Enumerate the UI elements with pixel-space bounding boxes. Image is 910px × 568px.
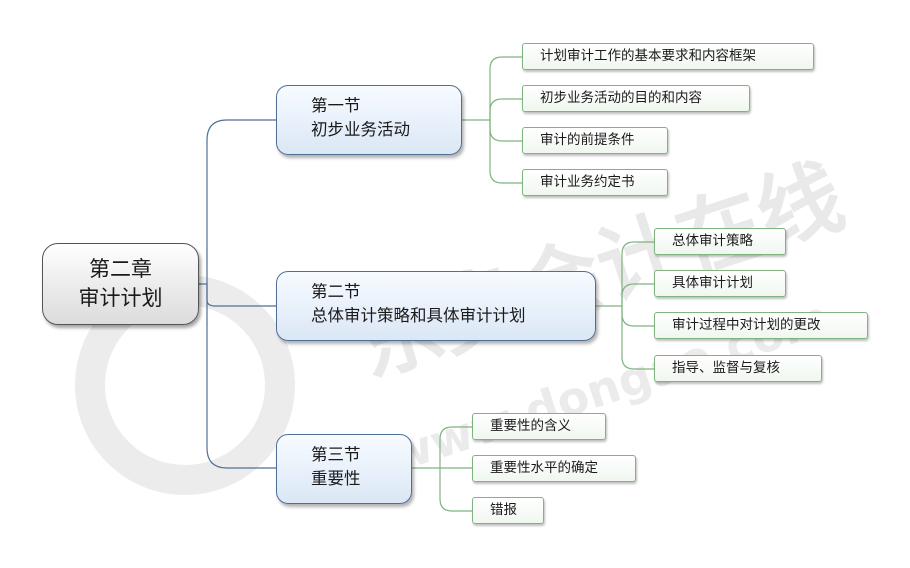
leaf-3-1[interactable]: 重要性的含义 [472, 413, 606, 440]
link-sec2-item2 [621, 283, 654, 306]
section-3-line2: 重要性 [311, 469, 361, 488]
leaf-3-2[interactable]: 重要性水平的确定 [472, 455, 636, 482]
leaf-2-2[interactable]: 具体审计计划 [654, 270, 786, 297]
leaf-3-3[interactable]: 错报 [472, 497, 544, 524]
root-node[interactable]: 第二章 审计计划 [42, 243, 199, 325]
link-sec1-item1 [462, 56, 522, 121]
link-sec3-item1 [412, 426, 472, 469]
section-node-2[interactable]: 第二节 总体审计策略和具体审计计划 [276, 271, 596, 341]
leaf-2-4[interactable]: 指导、监督与复核 [654, 355, 822, 382]
leaf-1-2[interactable]: 初步业务活动的目的和内容 [522, 85, 750, 112]
root-line2: 审计计划 [78, 286, 163, 310]
link-sec2-item1 [596, 241, 654, 307]
link-sec2-item4 [621, 306, 654, 370]
leaf-1-4[interactable]: 审计业务约定书 [522, 169, 668, 196]
leaf-2-1[interactable]: 总体审计策略 [654, 228, 786, 255]
link-root-sec1 [199, 119, 276, 285]
section-connectors [199, 119, 276, 469]
leaf-2-3[interactable]: 审计过程中对计划的更改 [654, 312, 868, 339]
link-sec2-item3 [621, 306, 654, 327]
leaf-1-1[interactable]: 计划审计工作的基本要求和内容框架 [522, 43, 814, 70]
link-sec3-item3 [439, 468, 472, 512]
leaf-connectors [412, 56, 654, 512]
section-1-line1: 第一节 [311, 96, 361, 115]
link-sec1-item3 [489, 120, 522, 142]
link-root-sec2 [206, 284, 276, 307]
section-3-line1: 第三节 [311, 445, 361, 464]
section-1-line2: 初步业务活动 [311, 120, 410, 139]
link-sec1-item4 [489, 120, 522, 184]
link-sec1-item2 [489, 98, 522, 120]
section-2-line2: 总体审计策略和具体审计计划 [311, 306, 526, 325]
root-line1: 第二章 [89, 257, 152, 281]
section-2-line1: 第二节 [311, 282, 361, 301]
leaf-1-3[interactable]: 审计的前提条件 [522, 127, 668, 154]
section-node-1[interactable]: 第一节 初步业务活动 [276, 85, 462, 155]
section-node-3[interactable]: 第三节 重要性 [276, 434, 412, 504]
link-root-sec3 [206, 284, 276, 469]
